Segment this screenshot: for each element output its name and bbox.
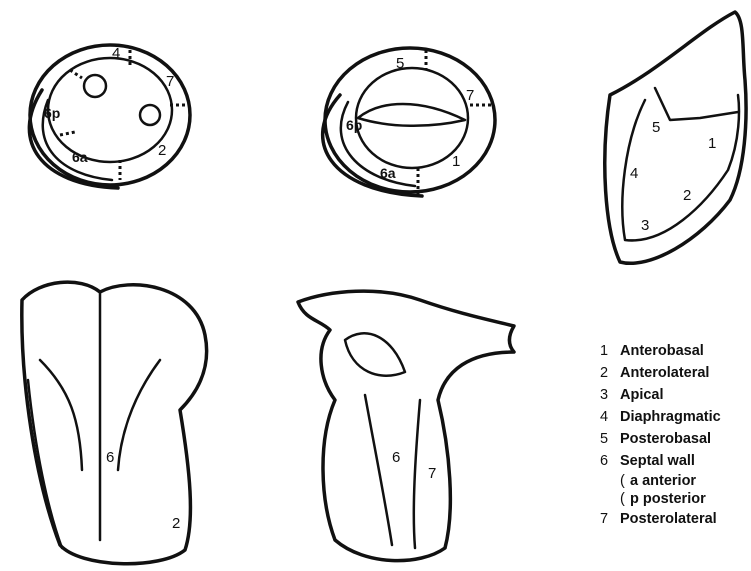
label-4: 4 xyxy=(112,45,120,62)
frontal-view: 6 2 xyxy=(22,282,207,564)
legend-text: Posterolateral xyxy=(620,511,717,527)
label-3: 3 xyxy=(641,217,649,234)
legend-item-4: 4 Diaphragmatic xyxy=(600,406,750,428)
label-6a: 6a xyxy=(72,149,88,165)
legend-sub-text: a anterior xyxy=(630,473,696,489)
segment-legend: 1 Anterobasal 2 Anterolateral 3 Apical 4… xyxy=(600,340,750,530)
label-5: 5 xyxy=(396,55,404,72)
label-6p: 6p xyxy=(44,105,60,121)
label-7: 7 xyxy=(166,73,174,90)
label-1: 1 xyxy=(452,153,460,170)
label-2: 2 xyxy=(158,142,166,159)
legend-bracket: ( xyxy=(620,491,630,507)
label-7: 7 xyxy=(466,87,474,104)
legend-text: Septal wall xyxy=(620,453,695,469)
legend-text: Anterolateral xyxy=(620,365,709,381)
legend-text: Apical xyxy=(620,387,664,403)
legend-num: 6 xyxy=(600,453,620,469)
legend-num: 1 xyxy=(600,343,620,359)
long-axis-ventricle: 5 1 4 2 3 xyxy=(605,12,746,263)
label-2: 2 xyxy=(683,187,691,204)
legend-num: 2 xyxy=(600,365,620,381)
label-2: 2 xyxy=(172,515,180,532)
legend-text: Posterobasal xyxy=(620,431,711,447)
legend-item-7: 7 Posterolateral xyxy=(600,508,750,530)
legend-num: 4 xyxy=(600,409,620,425)
legend-text: Diaphragmatic xyxy=(620,409,721,425)
label-6: 6 xyxy=(392,449,400,466)
label-1: 1 xyxy=(708,135,716,152)
legend-item-1: 1 Anterobasal xyxy=(600,340,750,362)
legend-num: 3 xyxy=(600,387,620,403)
label-4: 4 xyxy=(630,165,638,182)
legend-text: Anterobasal xyxy=(620,343,704,359)
label-5: 5 xyxy=(652,119,660,136)
legend-sub-p: ( p posterior xyxy=(600,490,750,508)
legend-sub-text: p posterior xyxy=(630,491,706,507)
label-7: 7 xyxy=(428,465,436,482)
legend-num: 7 xyxy=(600,511,620,527)
legend-item-3: 3 Apical xyxy=(600,384,750,406)
label-6p: 6p xyxy=(346,117,362,133)
lateral-view: 6 7 xyxy=(298,291,514,561)
legend-num: 5 xyxy=(600,431,620,447)
legend-item-6: 6 Septal wall xyxy=(600,450,750,472)
legend-bracket: ( xyxy=(620,473,630,489)
legend-sub-a: ( a anterior xyxy=(600,472,750,490)
short-axis-section-1: 4 7 2 6p 6a xyxy=(29,45,190,188)
label-6a: 6a xyxy=(380,165,396,181)
legend-item-2: 2 Anterolateral xyxy=(600,362,750,384)
legend-item-5: 5 Posterobasal xyxy=(600,428,750,450)
short-axis-section-2: 5 7 1 6p 6a xyxy=(323,48,495,196)
label-6: 6 xyxy=(106,449,114,466)
